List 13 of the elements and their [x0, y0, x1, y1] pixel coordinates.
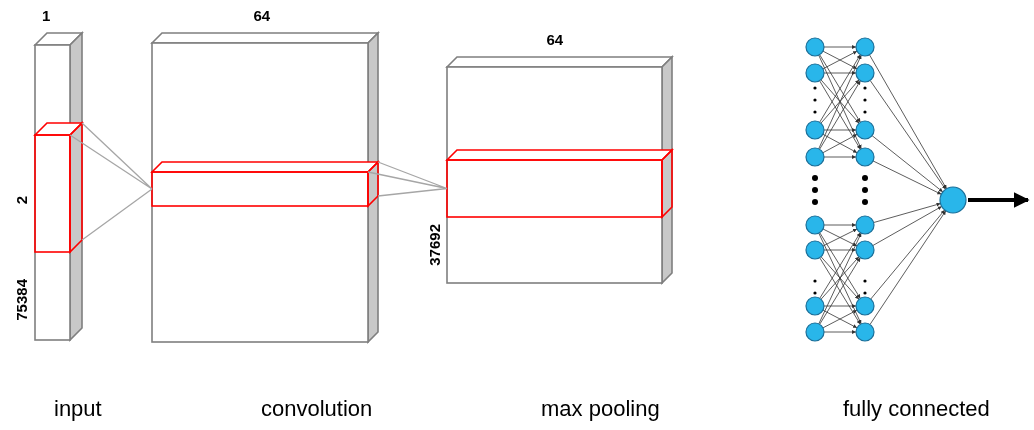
layer-caption: input [54, 398, 102, 420]
dimension-label: 75384 [14, 279, 29, 321]
arrow [968, 192, 1030, 208]
dimension-label: 2 [14, 196, 29, 205]
dimension-label: 37692 [427, 224, 442, 266]
projection-line [69, 122, 153, 241]
layer-caption: fully connected [843, 398, 990, 420]
dimension-label: 1 [42, 8, 51, 23]
dimension-label: 64 [546, 32, 564, 47]
dimension-label: 64 [253, 8, 271, 23]
layer-caption: convolution [261, 398, 373, 420]
projection-line [367, 161, 448, 197]
layer-caption: max pooling [541, 398, 660, 420]
